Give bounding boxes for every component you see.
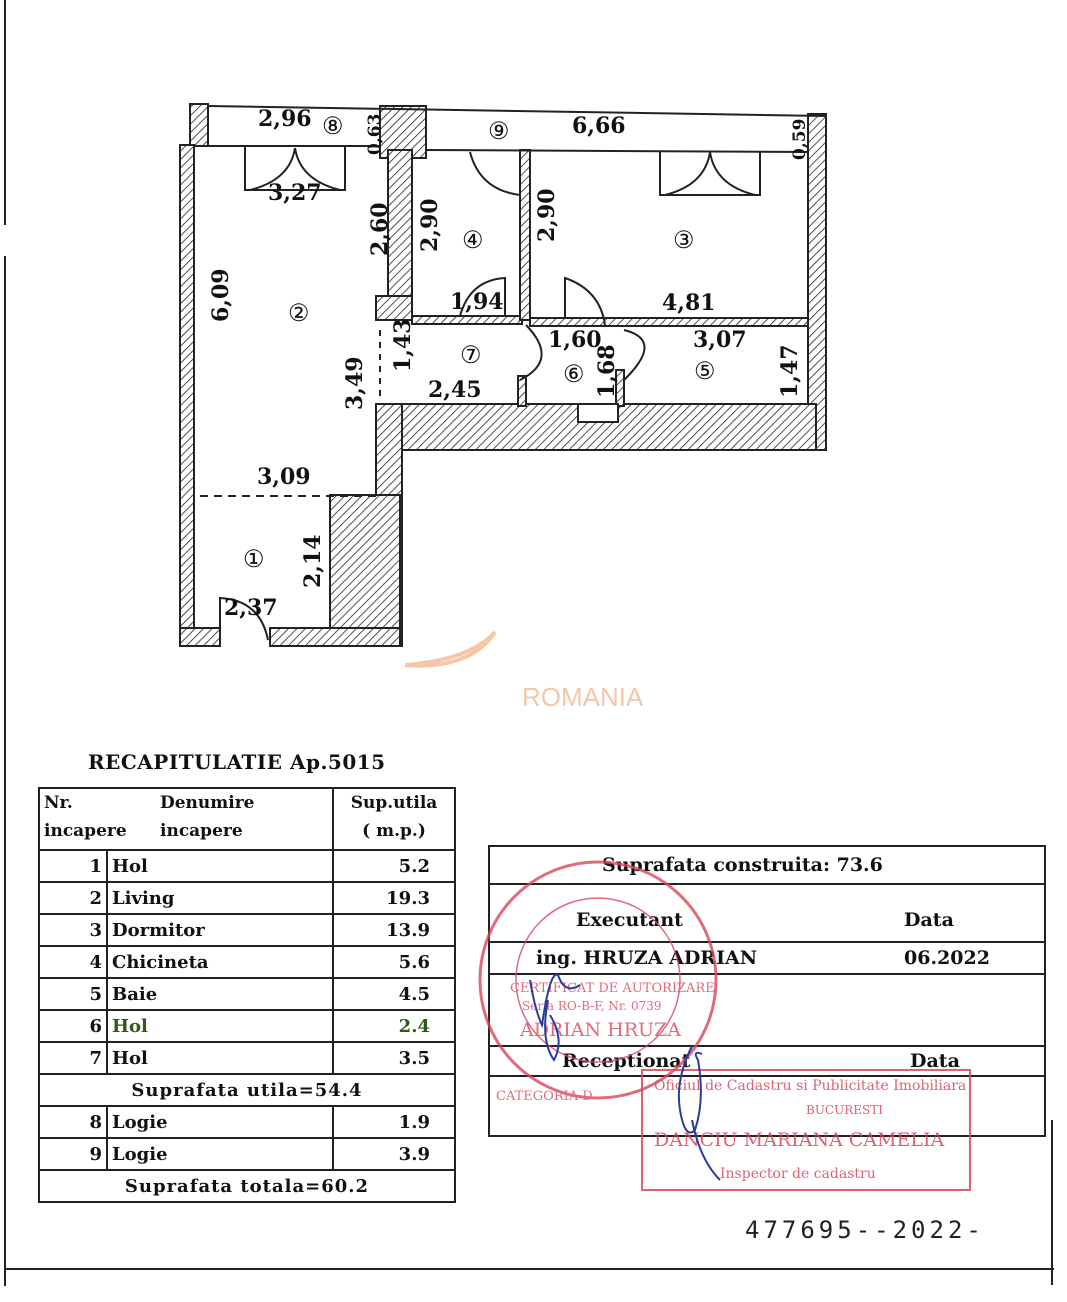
interior-lines bbox=[194, 105, 827, 641]
dim-label: 2,37 bbox=[224, 595, 278, 621]
executant-name: ing. HRUZA ADRIAN bbox=[489, 941, 904, 975]
floor-plan: 2,96 0,63 6,66 0,59 3,27 2,60 2,90 2,90 … bbox=[179, 103, 827, 668]
built-area: Suprafata construita: 73.6 bbox=[489, 845, 1045, 885]
dim-label: 6,66 bbox=[572, 113, 626, 139]
room-number-1: ① bbox=[243, 545, 265, 573]
dim-label: 4,81 bbox=[662, 290, 716, 316]
room-number-5: ⑤ bbox=[694, 357, 716, 385]
room-number-4: ④ bbox=[462, 226, 484, 254]
dim-label: 1,47 bbox=[777, 344, 803, 398]
registration-number: 477695--2022- bbox=[745, 1216, 985, 1244]
room-number-7: ⑦ bbox=[460, 341, 482, 369]
room-numbers: ① ② ③ ④ ⑤ ⑥ ⑦ ⑧ ⑨ bbox=[243, 112, 716, 573]
recap-title: RECAPITULATIE Ap.5015 bbox=[88, 750, 386, 774]
room-number-3: ③ bbox=[673, 226, 695, 254]
stamp-text: ADRIAN HRUZA bbox=[519, 1019, 681, 1041]
bottom-border-line bbox=[4, 1268, 1054, 1270]
executant-date: 06.2022 bbox=[904, 941, 1045, 975]
signature-executant-icon bbox=[529, 973, 581, 1062]
dim-label: 1,68 bbox=[594, 344, 620, 398]
dim-label: 2,14 bbox=[300, 534, 326, 588]
stamps: CERTIFICAT DE AUTORIZARE Seria RO-B-F, N… bbox=[478, 860, 971, 1191]
dim-label: 3,49 bbox=[342, 356, 368, 410]
useful-total-row: Suprafata utila=54.4 bbox=[38, 1073, 456, 1107]
stamp-text: Inspector de cadastru bbox=[720, 1166, 876, 1182]
signature-receptionat-icon bbox=[677, 1045, 721, 1181]
round-stamp: CERTIFICAT DE AUTORIZARE Seria RO-B-F, N… bbox=[478, 860, 718, 1104]
dim-label: 2,90 bbox=[417, 198, 443, 252]
data-label-2: Data bbox=[904, 1045, 1045, 1077]
watermark-text: ROMANIA bbox=[522, 682, 644, 712]
dim-label: 2,96 bbox=[258, 106, 312, 132]
watermark-logo-icon bbox=[404, 630, 497, 668]
dim-label: 6,09 bbox=[208, 268, 234, 322]
dim-label: 0,59 bbox=[790, 119, 810, 160]
header-area: Sup.utila( m.p.) bbox=[332, 787, 456, 851]
office-stamp: Oficiul de Cadastru si Publicitate Imobi… bbox=[641, 1069, 971, 1191]
stamp-text: DANCIU MARIANA CAMELIA bbox=[654, 1129, 944, 1151]
stamp-text: CATEGORIA D bbox=[496, 1089, 593, 1104]
data-label: Data bbox=[904, 883, 1045, 943]
stamp-text: CERTIFICAT DE AUTORIZARE bbox=[510, 981, 715, 996]
dimension-labels: 2,96 0,63 6,66 0,59 3,27 2,60 2,90 2,90 … bbox=[208, 106, 810, 621]
room-number-6: ⑥ bbox=[563, 360, 585, 388]
room-number-2: ② bbox=[288, 299, 310, 327]
room-number-9: ⑨ bbox=[488, 117, 510, 145]
dim-label: 1,94 bbox=[450, 289, 504, 315]
dim-label: 3,09 bbox=[257, 464, 311, 490]
dim-label: 2,45 bbox=[428, 377, 482, 403]
room-number-8: ⑧ bbox=[322, 112, 344, 140]
left-border-line bbox=[4, 256, 6, 1286]
stamp-text: Seria RO-B-F, Nr. 0739 bbox=[522, 999, 662, 1013]
dim-label: 3,27 bbox=[268, 180, 322, 206]
dim-label: 1,43 bbox=[390, 318, 416, 372]
dim-label: 0,63 bbox=[365, 114, 385, 155]
dim-label: 2,60 bbox=[367, 202, 393, 256]
stamp-text: BUCURESTI bbox=[806, 1103, 883, 1117]
walls bbox=[179, 103, 827, 647]
dim-label: 2,90 bbox=[534, 188, 560, 242]
right-border-line bbox=[1051, 1120, 1053, 1285]
dim-label: 1,60 bbox=[548, 327, 602, 353]
stamp-text: Oficiul de Cadastru si Publicitate Imobi… bbox=[654, 1078, 966, 1094]
left-border-line bbox=[4, 0, 6, 225]
dim-label: 3,07 bbox=[693, 327, 747, 353]
grand-total-row: Suprafata totala=60.2 bbox=[38, 1169, 456, 1203]
header-nr: Nr.incapere bbox=[44, 793, 127, 841]
